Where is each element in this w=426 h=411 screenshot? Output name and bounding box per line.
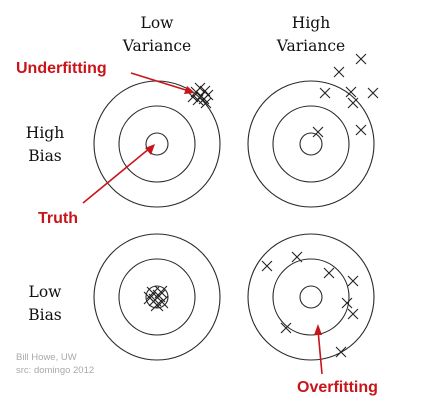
outer-ring [93, 80, 221, 208]
overfit-scatter-x-mark-icon [347, 308, 359, 320]
outer-ring [247, 233, 375, 361]
high-variance-scatter-x-mark-icon [345, 86, 357, 98]
target-high-bias-low-variance [93, 80, 221, 208]
header-low-bias-line1: Low [29, 283, 63, 301]
high-variance-scatter-x-mark-icon [333, 66, 345, 78]
bullseye [145, 285, 169, 309]
high-variance-scatter-x-mark-icon [367, 87, 379, 99]
underfit-cluster-x-mark-icon [202, 89, 214, 101]
truth-cluster-x-mark-icon [148, 293, 162, 307]
target-low-bias-high-variance [247, 233, 375, 361]
underfitting-arrow [130, 72, 195, 94]
high-variance-scatter-x-mark-icon [355, 53, 367, 65]
middle-ring [272, 105, 350, 183]
overfit-scatter-x-mark-icon [261, 260, 273, 272]
underfitting-label: Underfitting [16, 60, 107, 77]
header-low-variance-line2: Variance [122, 37, 191, 55]
truth-cluster-x-mark-icon [155, 295, 169, 309]
underfit-cluster-x-mark-icon [200, 97, 212, 109]
header-high-variance-line1: High [292, 14, 330, 32]
header-high-bias-line2: Bias [28, 147, 62, 165]
bullseye [299, 132, 323, 156]
middle-ring [118, 258, 196, 336]
overfitting-label: Overfitting [297, 379, 378, 396]
overfit-scatter-x-mark-icon [280, 322, 292, 334]
outer-ring [93, 233, 221, 361]
bullseye [145, 132, 169, 156]
target-high-bias-high-variance [247, 80, 375, 208]
overfit-scatter-x-mark-icon [291, 251, 303, 263]
high-variance-scatter-x-mark-icon [319, 87, 331, 99]
credit-author: Bill Howe, UW [16, 352, 77, 363]
underfit-cluster-x-mark-icon [187, 91, 199, 103]
header-low-variance-line1: Low [141, 14, 175, 32]
high-variance-scatter-x-mark-icon [355, 124, 367, 136]
underfit-cluster-x-mark-icon [194, 82, 206, 94]
sample-marks [143, 53, 379, 358]
target-low-bias-low-variance [93, 233, 221, 361]
high-variance-scatter-x-mark-icon [312, 126, 324, 138]
truth-label: Truth [38, 210, 78, 227]
middle-ring [272, 258, 350, 336]
overfitting-arrow [314, 324, 323, 375]
header-low-bias-line2: Bias [28, 306, 62, 324]
truth-cluster-x-mark-icon [154, 285, 168, 299]
header-high-variance-line2: Variance [276, 37, 345, 55]
overfit-scatter-x-mark-icon [335, 346, 347, 358]
overfit-scatter-x-mark-icon [323, 267, 335, 279]
header-high-bias-line1: High [26, 124, 64, 142]
middle-ring [118, 105, 196, 183]
high-variance-scatter-x-mark-icon [347, 97, 359, 109]
outer-ring [247, 80, 375, 208]
overfit-scatter-x-mark-icon [347, 275, 359, 287]
credit-source: src: domingo 2012 [16, 365, 94, 376]
bullseye [299, 285, 323, 309]
overfit-scatter-x-mark-icon [341, 297, 353, 309]
truth-arrow [82, 144, 155, 204]
